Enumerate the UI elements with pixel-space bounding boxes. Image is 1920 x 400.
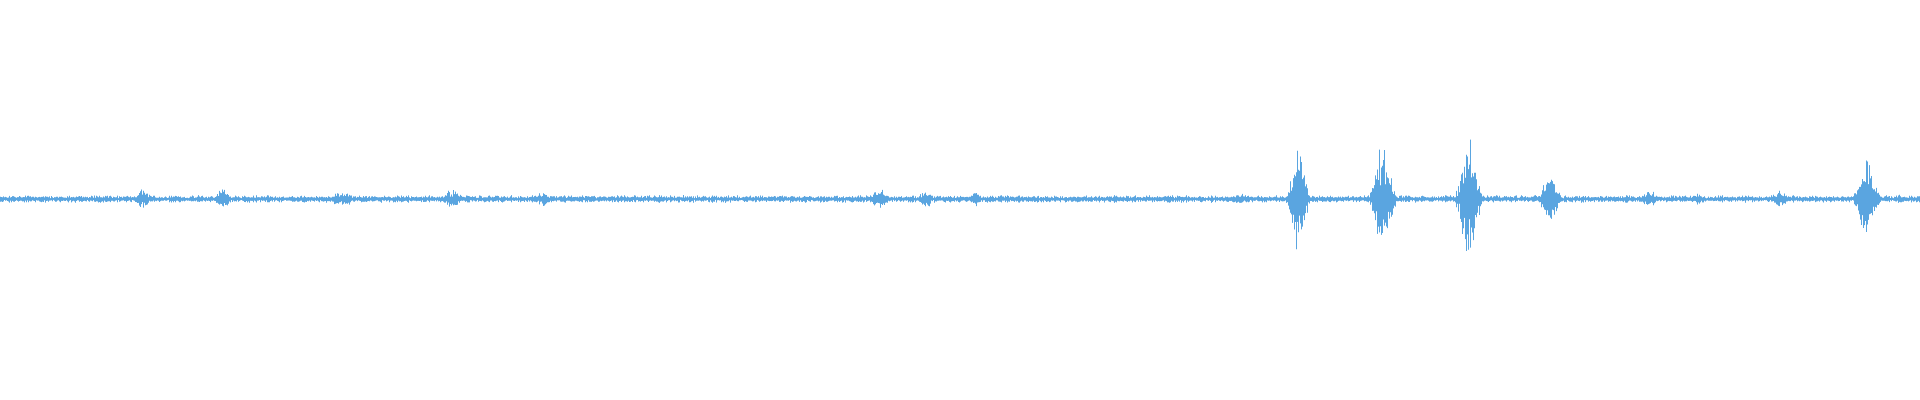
waveform-samples — [0, 139, 1920, 251]
waveform-trace — [0, 139, 1920, 251]
